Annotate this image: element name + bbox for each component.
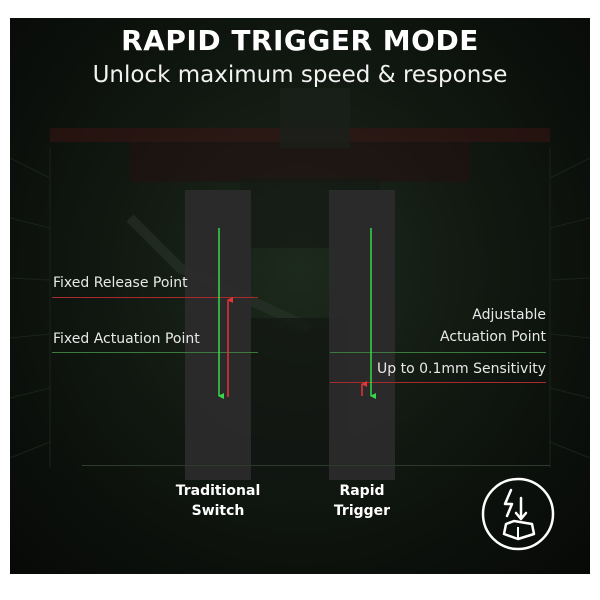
actuation-point-label: Actuation Point (440, 329, 546, 345)
key-press-lightning-icon (481, 477, 555, 551)
fixed-actuation-label: Fixed Actuation Point (53, 331, 200, 347)
rapid-trigger-travel-column (329, 190, 395, 480)
caption-line: Trigger (333, 503, 391, 519)
adjustable-label: Adjustable (472, 307, 546, 323)
caption-line: Traditional (175, 483, 261, 499)
traditional-switch-caption: Traditional Switch (160, 481, 276, 521)
infographic-panel: RAPID TRIGGER MODE Unlock maximum speed … (10, 18, 590, 574)
fixed-release-line (52, 297, 258, 298)
rapid-trigger-caption: Rapid Trigger (310, 481, 414, 521)
caption-line: Rapid (339, 483, 385, 499)
caption-line: Switch (191, 503, 245, 519)
sensitivity-label: Up to 0.1mm Sensitivity (377, 361, 546, 377)
fixed-release-label: Fixed Release Point (53, 275, 188, 291)
page-title: RAPID TRIGGER MODE (121, 24, 479, 57)
sensitivity-line (330, 382, 546, 383)
traditional-switch-travel-column (185, 190, 251, 480)
fixed-actuation-line (52, 352, 258, 353)
adjustable-actuation-line (330, 352, 546, 353)
baseline-divider (82, 465, 550, 466)
page-subtitle: Unlock maximum speed & response (92, 62, 508, 88)
